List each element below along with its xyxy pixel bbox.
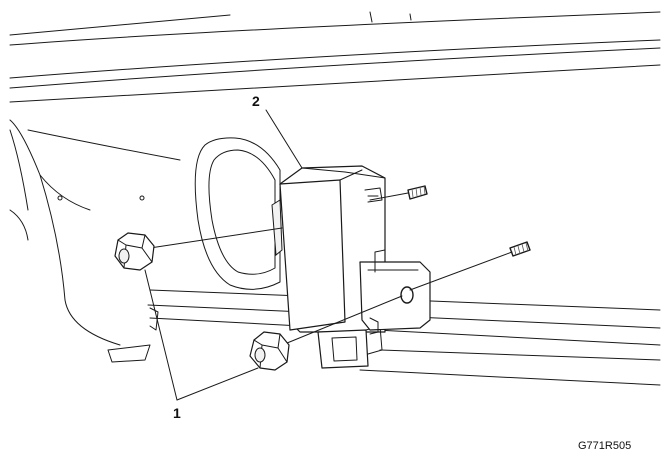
stud-upper	[369, 185, 428, 201]
callout-label-nuts: 1	[173, 405, 181, 421]
control-module	[271, 165, 431, 369]
callout-label-module: 2	[252, 93, 260, 109]
callout-leaders	[144, 109, 303, 401]
hex-nut-upper	[114, 232, 155, 271]
hex-nut-lower	[249, 331, 290, 371]
stud-lower	[509, 241, 531, 257]
body-oval-opening	[194, 137, 281, 290]
figure-id: G771R505	[578, 440, 631, 452]
alignment-lines	[149, 227, 513, 351]
